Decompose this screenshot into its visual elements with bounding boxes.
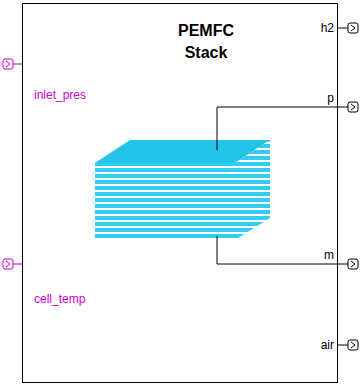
outport-symbol: [348, 259, 358, 269]
port-name: m: [324, 248, 334, 262]
inport-symbol: [3, 259, 22, 269]
outport-symbol: [338, 23, 358, 33]
subsystem-block: PEMFC Stack: [22, 3, 338, 383]
inport-symbol: [3, 59, 22, 69]
port-name: air: [321, 338, 334, 352]
port-name: cell_temp: [34, 292, 85, 306]
signal-wire: [217, 107, 348, 150]
outport-symbol: [338, 340, 358, 350]
signal-wire: [217, 236, 348, 264]
block-title: PEMFC Stack: [178, 20, 234, 64]
fuel-cell-stack: [95, 140, 270, 240]
port-name: h2: [321, 21, 334, 35]
port-name: inlet_pres: [34, 88, 86, 102]
outport-symbol: [348, 102, 358, 112]
port-name: p: [327, 91, 334, 105]
